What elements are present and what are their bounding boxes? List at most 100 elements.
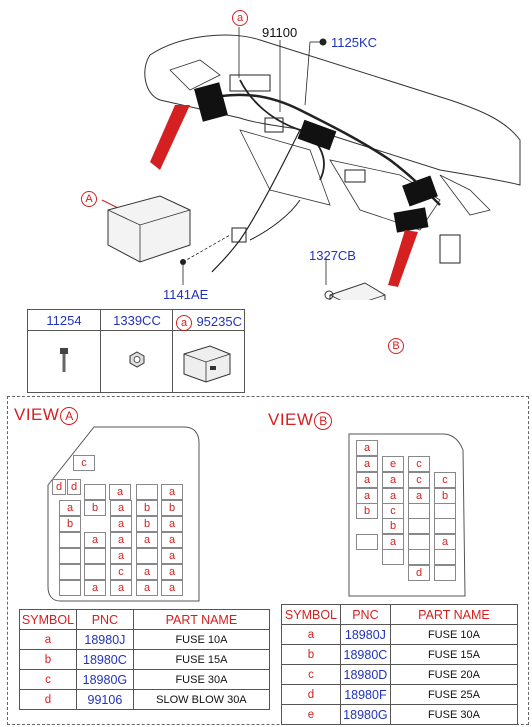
fuse-slot: a [356, 440, 378, 456]
fuse-slot-empty [408, 534, 430, 550]
pnc-cell: 99106 [75, 689, 134, 710]
fuse-slot: a [161, 548, 183, 564]
view-a-header-symbol: SYMBOL [19, 609, 77, 630]
fuse-slot: a [161, 532, 183, 548]
parts-col3-symbol: a [176, 315, 192, 331]
fuse-slot: b [84, 500, 106, 516]
part-1125kc-label: 1125KC [331, 35, 378, 50]
fuse-slot: b [356, 503, 378, 519]
part-1141ae-label: 1141AE [163, 287, 209, 302]
view-b-symbol: B [314, 411, 333, 430]
harness-assembly-drawing [101, 27, 521, 300]
fuse-slot: b [434, 488, 456, 504]
fuse-slot: a [382, 472, 404, 488]
symbol-cell: b [281, 644, 341, 665]
pnc-cell: 18980F [339, 684, 391, 705]
fuse-slot: a [84, 580, 106, 596]
parts-col2-pnc: 1339CC [113, 313, 161, 328]
fuse-slot-empty [434, 503, 456, 519]
fuse-slot: a [136, 580, 158, 596]
fuse-slot: b [161, 500, 183, 516]
fuse-slot: a [382, 534, 404, 550]
symbol-cell: c [281, 664, 341, 685]
symbol-cell: c [19, 669, 77, 690]
parts-table: 11254 1339CC a 95235C [27, 309, 245, 393]
fuse-slot-empty [408, 549, 430, 565]
view-b-header-pnc: PNC [339, 604, 391, 625]
views-frame [7, 396, 529, 725]
fuse-slot-empty [59, 548, 81, 564]
fuse-slot-empty [382, 549, 404, 565]
fuse-slot: a [84, 532, 106, 548]
fuse-slot: b [382, 518, 404, 534]
table-row: d 99106 SLOW BLOW 30A [19, 689, 271, 710]
fuse-slot-empty [136, 548, 158, 564]
parts-col1-pnc: 11254 [46, 313, 82, 328]
view-b-header-partname: PART NAME [389, 604, 519, 625]
fuse-slot: e [382, 456, 404, 472]
fuse-slot: a [59, 500, 81, 516]
fuse-slot-empty [434, 549, 456, 565]
table-row: c 18980D FUSE 20A [281, 664, 519, 685]
part-name-cell: FUSE 30A [389, 704, 519, 725]
table-row: c 18980G FUSE 30A [19, 669, 271, 690]
parts-table-header [28, 310, 244, 331]
part-name-cell: FUSE 30A [132, 669, 271, 690]
fuse-slot: c [434, 472, 456, 488]
fuse-slot-empty [434, 518, 456, 534]
fuse-slot: a [110, 500, 132, 516]
pnc-cell: 18980C [75, 649, 134, 670]
symbol-cell: d [281, 684, 341, 705]
table-row: a 18980J FUSE 10A [19, 629, 271, 650]
symbol-cell: a [281, 624, 341, 645]
part-name-cell: FUSE 25A [389, 684, 519, 705]
view-a-table: SYMBOL PNC PART NAME a 18980J FUSE 10A b… [19, 609, 271, 710]
symbol-cell: d [19, 689, 77, 710]
nut-icon [129, 351, 145, 368]
pnc-cell: 18980G [75, 669, 134, 690]
pnc-cell: 18980J [339, 624, 391, 645]
fuse-slot-empty [59, 564, 81, 580]
view-b-title-text: VIEW [268, 410, 314, 429]
fuse-slot: b [136, 516, 158, 532]
fuse-slot: a [356, 488, 378, 504]
fuse-slot-empty [59, 532, 81, 548]
symbol-cell: e [281, 704, 341, 725]
pnc-cell: 18980G [339, 704, 391, 725]
relay-icon [183, 345, 231, 383]
fuse-slot: a [161, 580, 183, 596]
fuse-slot-empty [84, 548, 106, 564]
fuse-slot: a [136, 564, 158, 580]
part-name-cell: FUSE 15A [389, 644, 519, 665]
fuse-slot-empty [136, 484, 158, 500]
fuse-slot: a [434, 534, 456, 550]
view-b-table: SYMBOL PNC PART NAME a 18980J FUSE 10A b… [281, 604, 519, 725]
fuse-slot: d [52, 479, 66, 495]
fuse-slot: a [161, 516, 183, 532]
fuse-slot: b [136, 500, 158, 516]
arrow-b-symbol: B [388, 338, 404, 354]
part-name-cell: FUSE 15A [132, 649, 271, 670]
view-b-header-symbol: SYMBOL [281, 604, 341, 625]
fuse-slot: a [161, 564, 183, 580]
arrow-a-symbol: A [81, 191, 97, 207]
fuse-slot: a [382, 488, 404, 504]
fuse-slot: a [408, 488, 430, 504]
part-name-cell: FUSE 10A [389, 624, 519, 645]
table-row: e 18980G FUSE 30A [281, 704, 519, 725]
fuse-slot: d [67, 479, 81, 495]
fuse-slot: a [110, 516, 132, 532]
fuse-slot: c [73, 455, 95, 471]
table-row: d 18980F FUSE 25A [281, 684, 519, 705]
parts-col3-pnc: 95235C [196, 314, 242, 329]
table-row: b 18980C FUSE 15A [281, 644, 519, 665]
part-name-cell: SLOW BLOW 30A [132, 689, 271, 710]
fuse-slot: c [382, 503, 404, 519]
view-a-symbol: A [60, 406, 79, 425]
fuse-slot-empty [408, 503, 430, 519]
fuse-slot: a [110, 548, 132, 564]
view-a-title-text: VIEW [14, 405, 60, 424]
callout-a-symbol: a [232, 10, 248, 26]
